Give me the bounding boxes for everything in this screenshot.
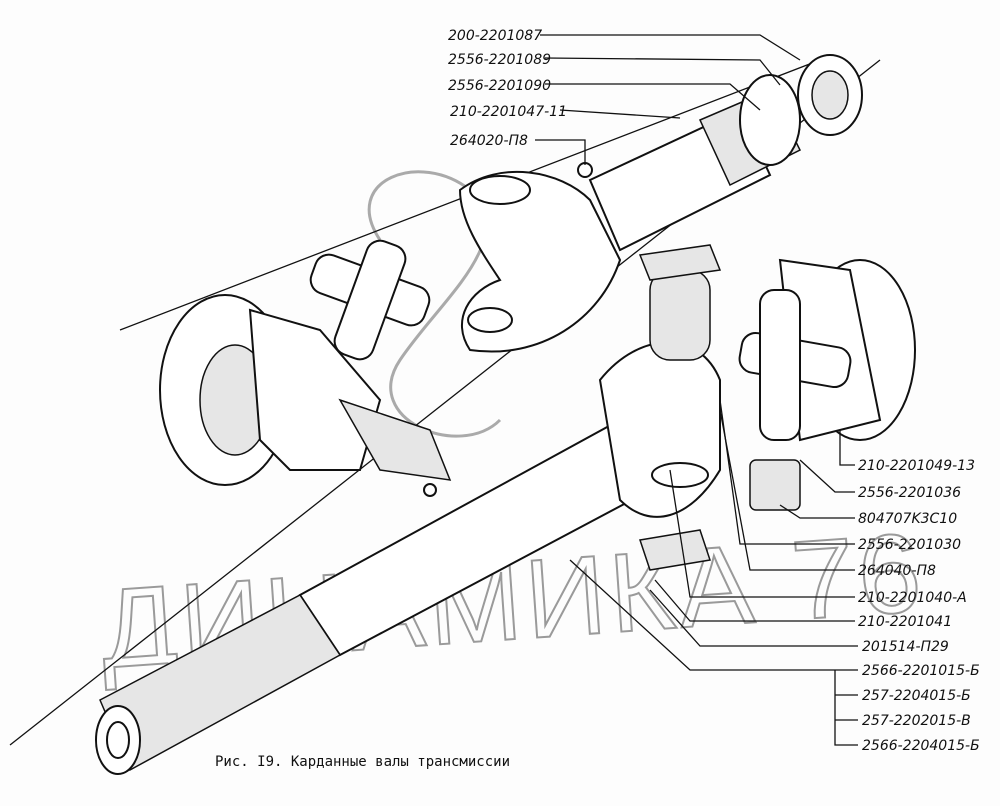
- part-label: 2556-2201030: [858, 537, 961, 553]
- part-label: 804707K3C10: [858, 511, 957, 527]
- part-label: 2566-2204015-Б: [862, 738, 980, 754]
- left-flange-assembly: [159, 239, 452, 497]
- right-flange-assembly: [738, 258, 916, 511]
- part-label: 210-2201041: [858, 614, 952, 630]
- part-label: 264040-П8: [858, 563, 936, 579]
- part-label: 201514-П29: [862, 639, 949, 655]
- part-label: 2556-2201090: [448, 78, 551, 94]
- part-label: 257-2202015-B: [862, 713, 971, 729]
- main-shaft: [95, 244, 722, 775]
- upper-shaft: [458, 54, 863, 353]
- figure-caption: Рис. I9. Карданные валы трансмиссии: [215, 754, 510, 770]
- part-label: 210-2201047-11: [450, 104, 567, 120]
- part-label: 2556-2201089: [448, 52, 551, 68]
- part-label: 257-2204015-Б: [862, 688, 971, 704]
- leader-lines: [535, 34, 858, 746]
- part-label: 2556-2201036: [858, 485, 961, 501]
- part-label: 210-2201040-A: [858, 590, 967, 606]
- part-label: 264020-П8: [450, 133, 528, 149]
- part-label: 200-2201087: [448, 28, 542, 44]
- part-label: 2566-2201015-Б: [862, 663, 980, 679]
- part-label: 210-2201049-13: [858, 458, 975, 474]
